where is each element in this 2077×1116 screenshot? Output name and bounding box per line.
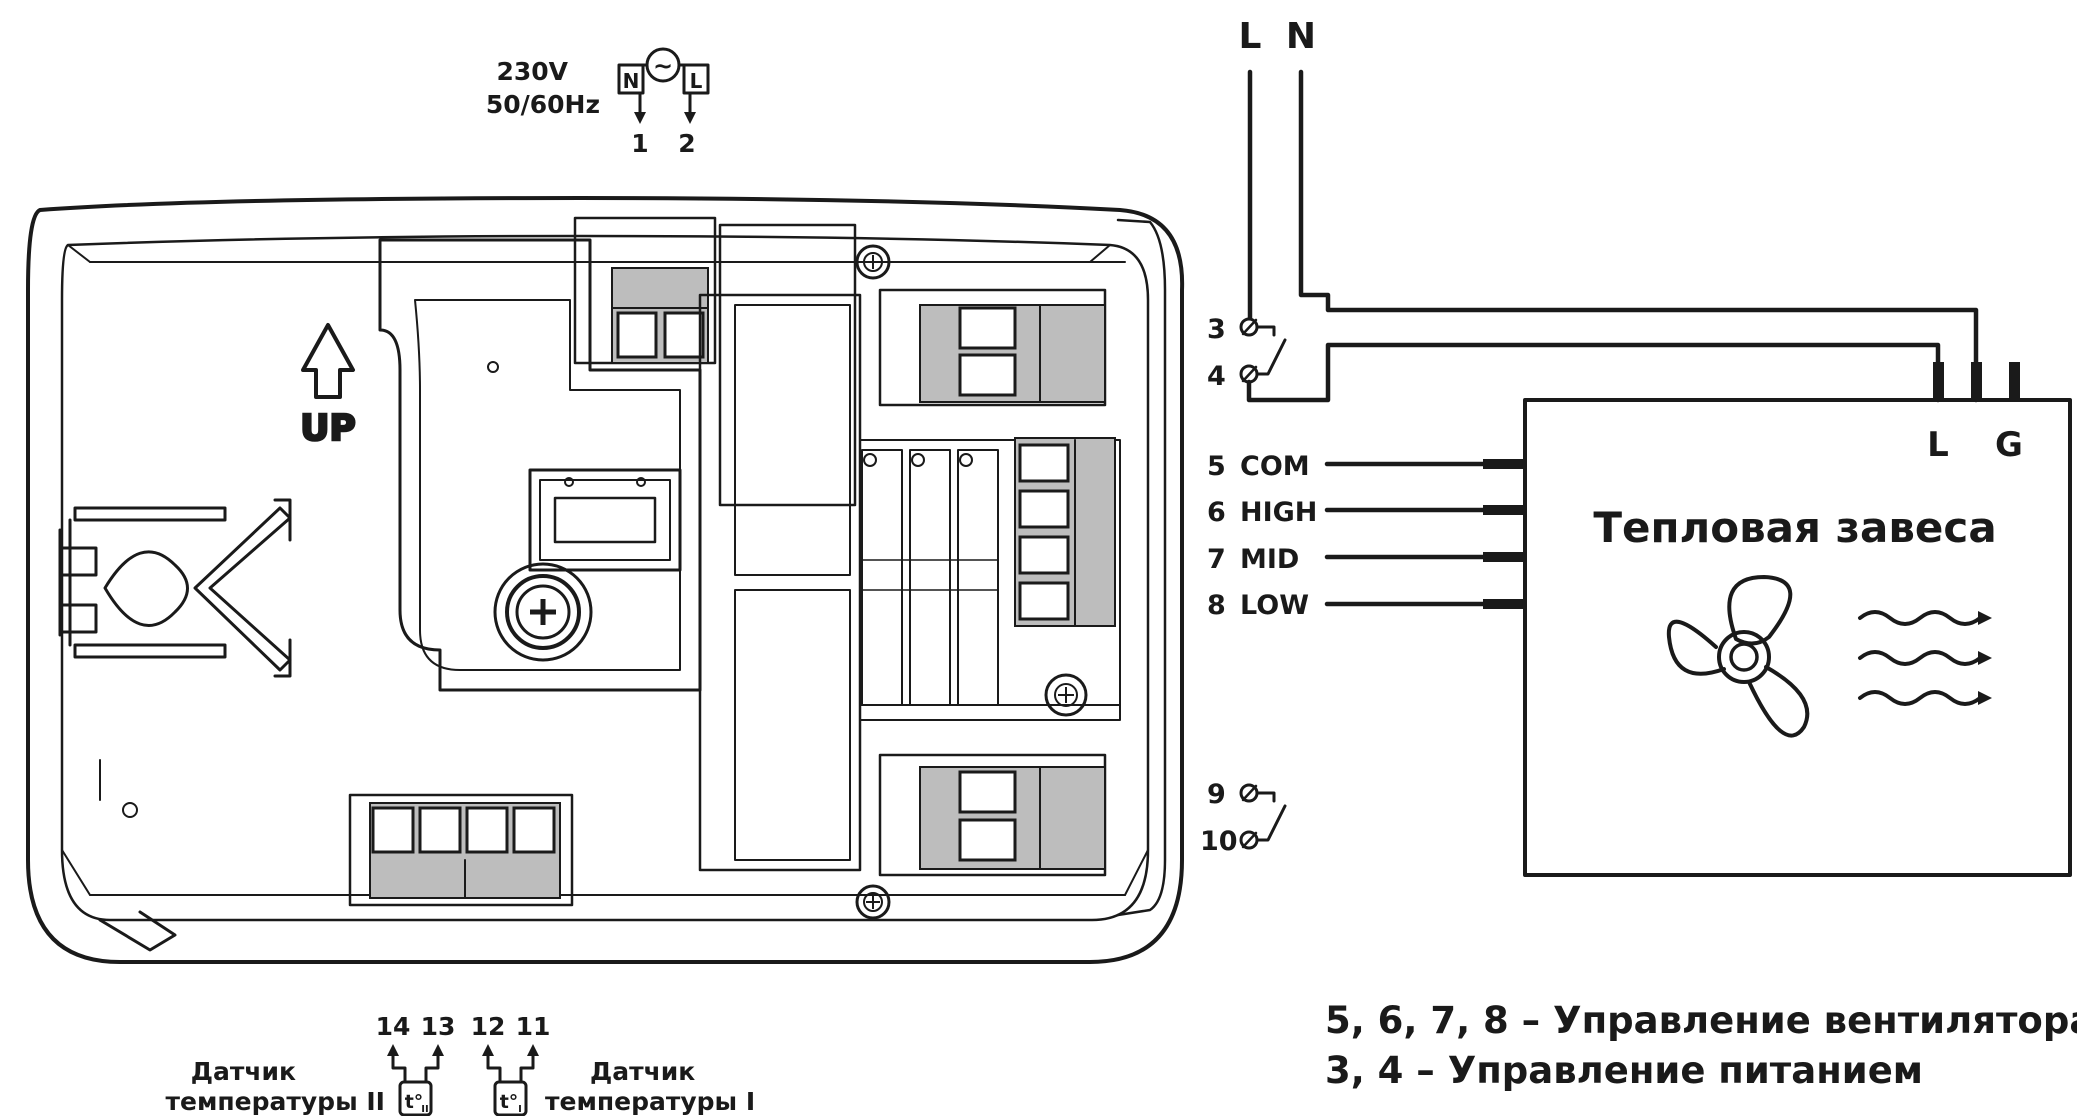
sensor-1-line2: температуры I: [545, 1087, 755, 1116]
mounting-clip: [58, 498, 292, 678]
mains-supply: L N: [1239, 16, 1317, 57]
terminal-number: 5: [1207, 451, 1226, 482]
arrow-down-icon: [684, 112, 696, 124]
terminal-8: 8 LOW: [1207, 590, 1309, 621]
terminal-4: 4: [1207, 361, 1226, 392]
voltage-label: 230V: [496, 57, 568, 86]
thermometer-icon: [398, 1080, 433, 1116]
up-arrow-icon: [301, 323, 355, 399]
terminal-label: LOW: [1240, 590, 1309, 621]
terminal-number: 3: [1207, 314, 1226, 345]
sensor-1-sub: I: [518, 1104, 522, 1115]
line-box: [682, 63, 710, 95]
curtain-g-label: G: [1995, 425, 2023, 465]
sensor-pin-14: 14: [376, 1012, 411, 1041]
arrow-up-icon: [482, 1044, 494, 1056]
terminal-block-top: [573, 216, 717, 365]
arrow-down-icon: [634, 112, 646, 124]
heat-curtain-box: L G Тепловая завеса: [1523, 398, 2072, 877]
temperature-sensors: 14 13 12 11 t° II Датчик температуры II …: [166, 1012, 755, 1116]
terminal-3: 3: [1207, 314, 1226, 345]
terminal-6: 6 HIGH: [1207, 497, 1317, 528]
sensor-2-line2: температуры II: [166, 1087, 385, 1116]
terminal-number: 7: [1207, 544, 1226, 575]
mains-l-label: L: [1239, 16, 1262, 57]
terminal-block-right: [1014, 437, 1116, 627]
arrow-up-icon: [387, 1044, 399, 1056]
thermometer-icon: [493, 1080, 528, 1116]
sensor-pin-12: 12: [471, 1012, 506, 1041]
sensor-1-line1: Датчик: [590, 1057, 695, 1086]
curtain-title: Тепловая завеса: [1593, 503, 1996, 552]
legend-fan-control: 5, 6, 7, 8 – Управление вентилятора: [1325, 999, 2077, 1042]
arrow-up-icon: [432, 1044, 444, 1056]
fan-control-wires: [1324, 459, 1525, 609]
curtain-power-pins: [1933, 362, 2020, 400]
pin-1-label: 1: [631, 129, 648, 158]
up-label: UP: [300, 408, 356, 449]
terminal-number: 9: [1207, 779, 1226, 810]
curtain-l-label: L: [1927, 425, 1949, 465]
terminal-label: MID: [1240, 544, 1299, 575]
ac-symbol: ~: [653, 52, 673, 80]
neutral-box: [617, 63, 645, 95]
legend-power-control: 3, 4 – Управление питанием: [1325, 1049, 1923, 1092]
relay-top: [718, 223, 1107, 507]
potentiometer-knob: [493, 562, 593, 662]
airflow-icon: [1858, 610, 1992, 706]
neutral-box-label: N: [623, 69, 640, 93]
sensor-1: t° I Датчик температуры I: [482, 1044, 755, 1116]
legend: 5, 6, 7, 8 – Управление вентилятора 3, 4…: [1325, 999, 2077, 1092]
relay-bottom: [878, 753, 1107, 877]
pin-2-label: 2: [678, 129, 695, 158]
terminal-number: 6: [1207, 497, 1226, 528]
terminal-9: 9: [1207, 779, 1226, 810]
sensor-2-sub: II: [421, 1104, 428, 1115]
screw-icon: [1044, 673, 1088, 717]
terminal-block-bottom: [348, 793, 574, 907]
mains-wiring: [1246, 69, 2020, 403]
sensor-1-symbol: t°: [500, 1091, 519, 1113]
thermostat-back-plate: UP: [26, 196, 1185, 964]
fan-icon: [1666, 575, 1810, 738]
sensor-pin-11: 11: [516, 1012, 551, 1041]
sensor-2: t° II Датчик температуры II: [166, 1044, 444, 1116]
terminal-number: 4: [1207, 361, 1226, 392]
screw-icon: [855, 244, 891, 280]
sensor-pin-13: 13: [421, 1012, 456, 1041]
sensor-2-symbol: t°: [405, 1091, 424, 1113]
line-box-label: L: [690, 69, 703, 93]
frequency-label: 50/60Hz: [486, 90, 600, 119]
switch-9-10: [1239, 783, 1287, 850]
screw-terminal-row: [861, 449, 999, 706]
power-supply-symbol: 230V 50/60Hz N L ~ 1 2: [486, 47, 710, 158]
sensor-2-line1: Датчик: [191, 1057, 296, 1086]
terminal-10: 10: [1200, 826, 1238, 857]
screw-icon: [855, 884, 891, 920]
terminal-label: COM: [1240, 451, 1310, 482]
terminal-number: 8: [1207, 590, 1226, 621]
terminal-list: 3 4 5 COM 6 HIGH 7 MID 8 LOW 9 10: [1200, 314, 1317, 857]
terminal-7: 7 MID: [1207, 544, 1299, 575]
mains-n-label: N: [1286, 16, 1316, 57]
terminal-5: 5 COM: [1207, 451, 1310, 482]
switch-3-4: [1239, 317, 1287, 384]
terminal-number: 10: [1200, 826, 1238, 857]
terminal-label: HIGH: [1240, 497, 1317, 528]
arrow-up-icon: [527, 1044, 539, 1056]
